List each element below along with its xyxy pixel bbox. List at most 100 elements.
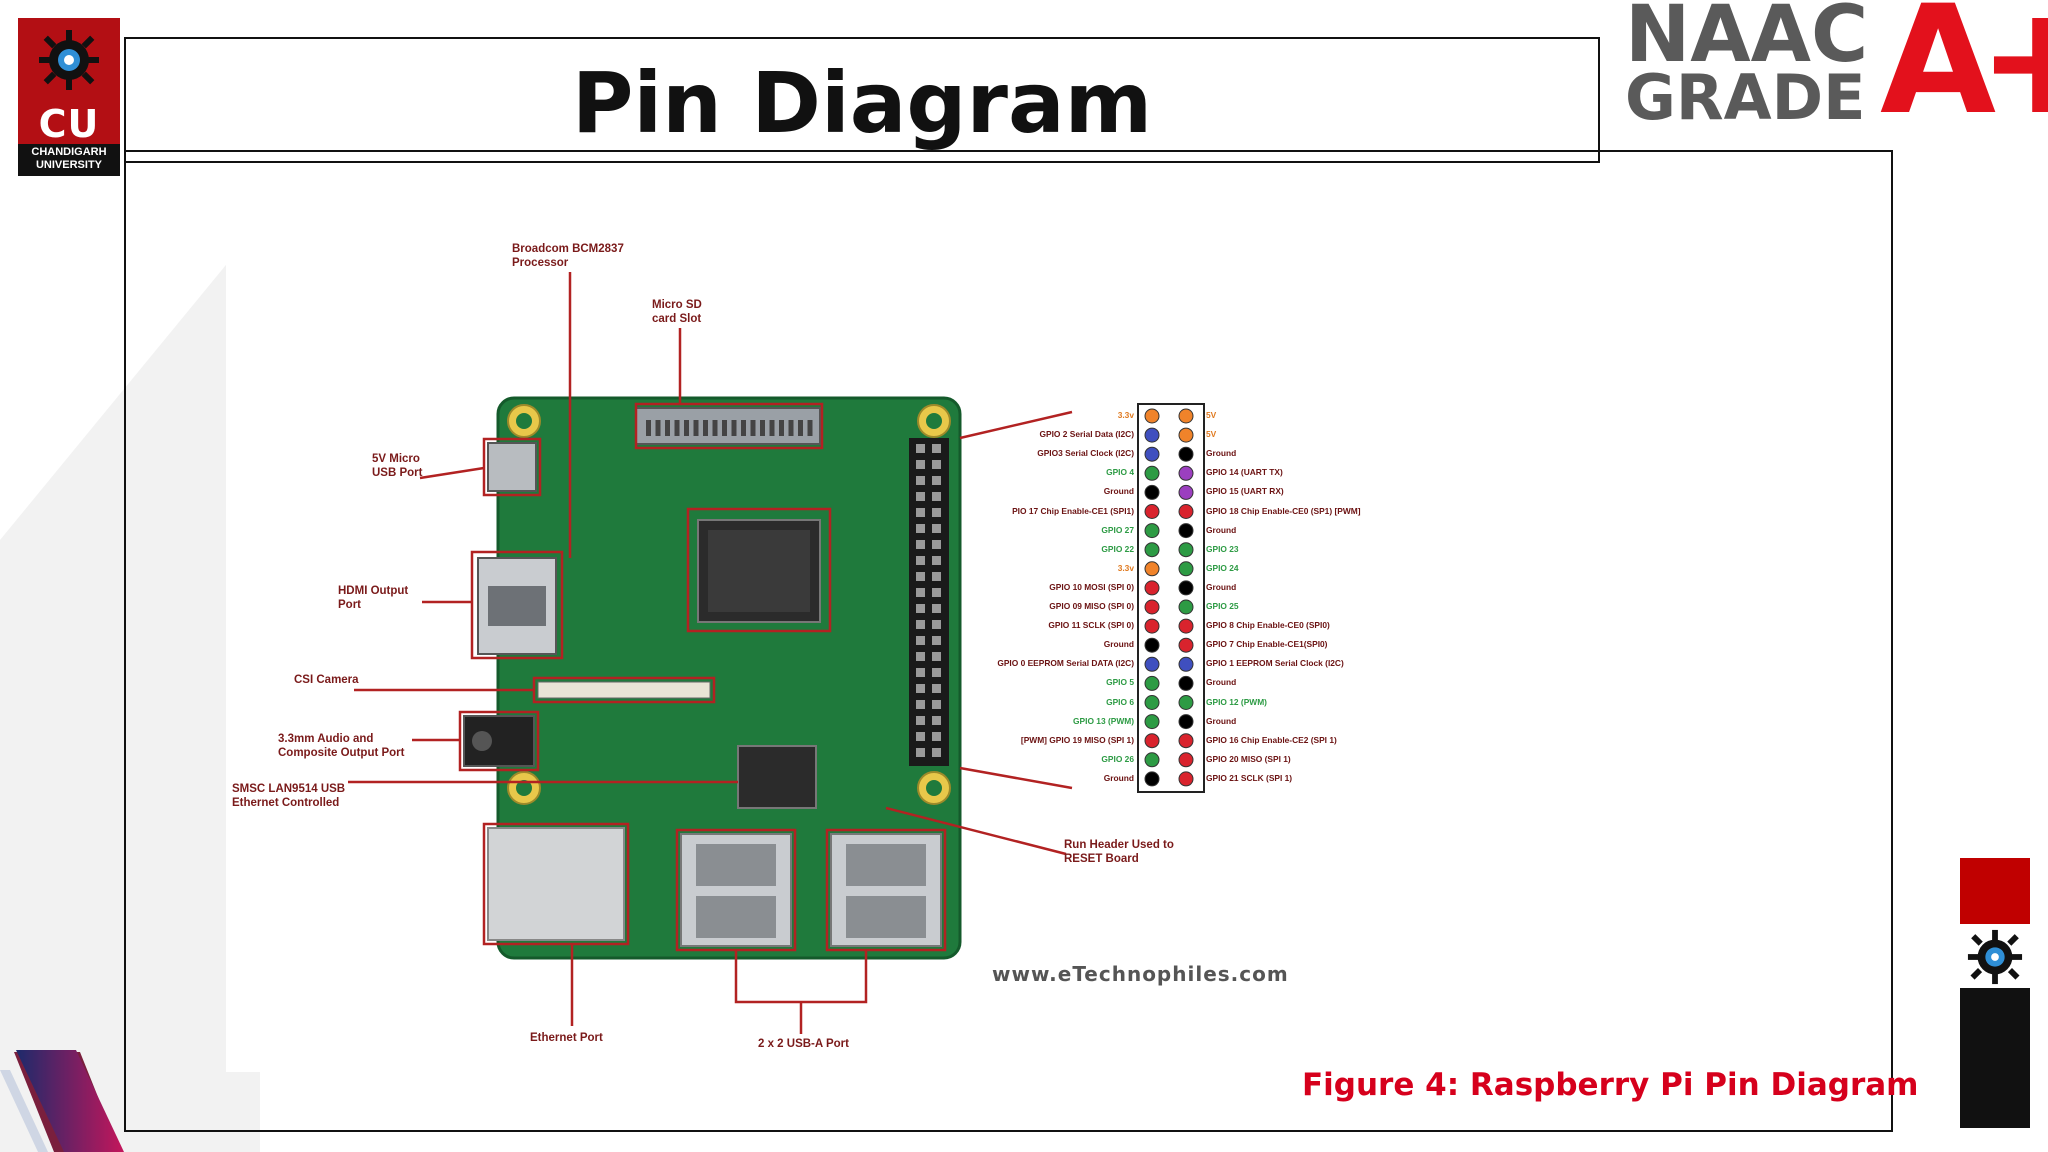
header-pin — [932, 748, 941, 757]
pin-dot-right — [1178, 542, 1194, 558]
pin-label-left: 3.3v — [1117, 562, 1134, 573]
header-pin — [932, 508, 941, 517]
pin-dot-left — [1144, 752, 1160, 768]
pin-label-right: GPIO 23 — [1206, 543, 1239, 554]
header-pin — [916, 700, 925, 709]
pin-label-right: GPIO 8 Chip Enable-CE0 (SPI0) — [1206, 620, 1330, 631]
watermark-text: www.eTechnophiles.com — [992, 962, 1289, 986]
csi-connector — [537, 681, 711, 699]
callout-run-header: Run Header Used to RESET Board — [1064, 839, 1174, 865]
header-pin — [932, 668, 941, 677]
gpio-header — [909, 438, 949, 766]
pin-label-left: GPIO 27 — [1101, 524, 1134, 535]
pin-dot-left — [1144, 408, 1160, 424]
pin-label-right: GPIO 18 Chip Enable-CE0 (SP1) [PWM] — [1206, 505, 1361, 516]
ethernet-jack — [487, 827, 625, 941]
pin-label-right: GPIO 16 Chip Enable-CE2 (SPI 1) — [1206, 734, 1337, 745]
pin-label-left: GPIO 22 — [1101, 543, 1134, 554]
pin-dot-left — [1144, 714, 1160, 730]
pin-dot-left — [1144, 637, 1160, 653]
pin-dot-left — [1144, 618, 1160, 634]
pin-label-right: GPIO 14 (UART TX) — [1206, 467, 1283, 478]
pin-dot-right — [1178, 484, 1194, 500]
header-pin — [916, 588, 925, 597]
callout-hdmi: HDMI Output Port — [338, 585, 409, 611]
header-pin — [916, 556, 925, 565]
sd-contact — [731, 420, 737, 436]
header-pin — [916, 668, 925, 677]
raspberry-pi-diagram — [348, 272, 1205, 1034]
sd-contact — [646, 420, 651, 436]
pin-dot-right — [1178, 771, 1194, 787]
pin-label-left: GPIO 5 — [1106, 677, 1134, 688]
pin-dot-right — [1178, 523, 1194, 539]
pin-dot-right — [1178, 561, 1194, 577]
pin-dot-left — [1144, 771, 1160, 787]
cu-logo-text: CU — [38, 102, 100, 146]
pin-dot-left — [1144, 465, 1160, 481]
callout-processor: Broadcom BCM2837 Processor — [512, 243, 624, 269]
header-pin — [916, 540, 925, 549]
pin-dot-right — [1178, 675, 1194, 691]
pin-dot-left — [1144, 561, 1160, 577]
pin-dot-left — [1144, 446, 1160, 462]
pin-label-left: Ground — [1103, 639, 1134, 650]
micro-usb-connector — [487, 442, 537, 492]
pin-dot-right — [1178, 618, 1194, 634]
pin-label-left: GPIO 4 — [1106, 467, 1134, 478]
sd-contact — [684, 420, 689, 436]
header-pin — [932, 572, 941, 581]
pin-dot-left — [1144, 695, 1160, 710]
cu-logo-subtext: CHANDIGARH UNIVERSITY — [18, 144, 120, 176]
pin-dot-right — [1178, 599, 1194, 615]
pin-label-left: GPIO 6 — [1106, 696, 1134, 707]
pin-dot-right — [1178, 714, 1194, 730]
pin-dot-left — [1144, 656, 1160, 672]
naac-grade-text: GRADE — [1625, 61, 1866, 134]
header-pin — [932, 620, 941, 629]
header-pin — [916, 444, 925, 453]
pcb-board — [498, 398, 960, 958]
header-pin — [932, 604, 941, 613]
pin-label-right: GPIO 15 (UART RX) — [1206, 486, 1284, 497]
callout-ethernet-port: Ethernet Port — [530, 1032, 603, 1044]
sd-contact — [693, 420, 699, 436]
pin-dot-left — [1144, 599, 1160, 615]
pin-label-right: GPIO 20 MISO (SPI 1) — [1206, 753, 1291, 764]
pin-dot-left — [1144, 542, 1160, 558]
header-pin — [932, 492, 941, 501]
naac-grade-value: A+ — [1880, 0, 2048, 148]
side-gear-icon — [1967, 929, 2023, 985]
pin-dot-right — [1178, 637, 1194, 653]
header-pin — [932, 444, 941, 453]
header-pin — [916, 572, 925, 581]
pin-label-right: Ground — [1206, 581, 1237, 592]
pin-dot-right — [1178, 733, 1194, 749]
pin-label-right: GPIO 24 — [1206, 562, 1239, 573]
content-frame — [124, 150, 1893, 1132]
callout-csi: CSI Camera — [294, 674, 359, 686]
header-pin — [932, 460, 941, 469]
pin-label-left: GPIO 10 MOSI (SPI 0) — [1049, 581, 1134, 592]
header-pin — [932, 588, 941, 597]
header-pin — [932, 524, 941, 533]
figure-caption: Figure 4: Raspberry Pi Pin Diagram — [1302, 1067, 1919, 1103]
sd-contact — [722, 420, 727, 436]
pin-label-left: 3.3v — [1117, 410, 1134, 420]
sd-contact — [665, 420, 670, 436]
pin-label-right: Ground — [1206, 677, 1237, 688]
header-pin — [932, 476, 941, 485]
header-pin — [916, 492, 925, 501]
corner-decoration — [0, 1050, 124, 1152]
header-pin — [916, 652, 925, 661]
page-title: Pin Diagram — [571, 54, 1153, 152]
header-pin — [932, 540, 941, 549]
pin-label-right: GPIO 1 EEPROM Serial Clock (I2C) — [1206, 658, 1344, 669]
sd-contact — [788, 420, 794, 436]
naac-logo-text: NAAC — [1625, 0, 1869, 80]
sd-contact — [703, 420, 708, 436]
pin-table — [1137, 403, 1205, 793]
pin-label-left: GPIO 26 — [1101, 753, 1134, 764]
pin-dot-left — [1144, 733, 1160, 749]
pin-label-right: 5V — [1206, 429, 1217, 440]
